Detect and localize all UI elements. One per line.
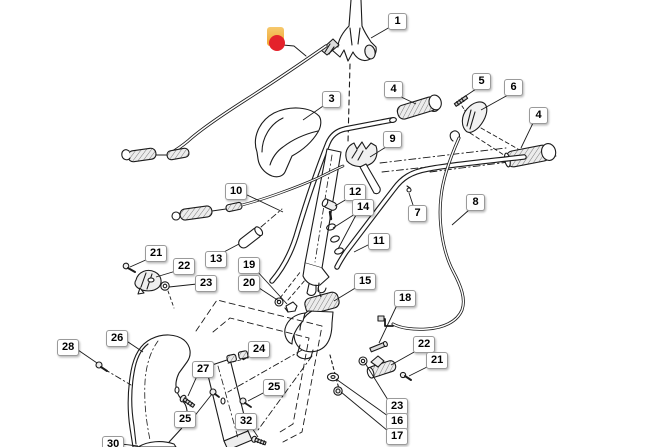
part-screw-32 [251, 435, 267, 446]
part-screw-21-left [122, 262, 136, 273]
part-label-32[interactable]: 32 [235, 413, 258, 430]
phantom-outline-dashed [195, 299, 323, 443]
part-label-25[interactable]: 25 [174, 411, 197, 428]
part-nut-17 [333, 386, 343, 396]
part-screw-25-right [239, 397, 252, 408]
part-roller-12 [321, 198, 338, 221]
part-label-14[interactable]: 14 [352, 199, 375, 216]
part-adjuster-22-right [366, 355, 397, 379]
part-pin-18 [369, 340, 388, 353]
part-cable-8 [377, 130, 465, 331]
part-label-10[interactable]: 10 [225, 183, 248, 200]
part-label-6[interactable]: 6 [504, 79, 523, 96]
part-label-24[interactable]: 24 [248, 341, 271, 358]
part-label-4[interactable]: 4 [384, 81, 403, 98]
part-label-22[interactable]: 22 [173, 258, 196, 275]
part-label-19[interactable]: 19 [238, 257, 261, 274]
part-clip-24 [226, 350, 249, 364]
part-label-8[interactable]: 8 [466, 194, 485, 211]
part-label-23[interactable]: 23 [195, 275, 218, 292]
part-label-7[interactable]: 7 [408, 205, 427, 222]
part-label-21[interactable]: 21 [145, 245, 168, 262]
part-panel-26 [127, 334, 191, 447]
part-label-20[interactable]: 20 [238, 275, 261, 292]
part-grip-4-right [503, 142, 557, 168]
part-label-27[interactable]: 27 [192, 361, 215, 378]
part-panel-30 [137, 441, 177, 447]
part-label-30[interactable]: 30 [102, 436, 125, 447]
part-cover-3 [254, 107, 322, 178]
part-label-9[interactable]: 9 [383, 131, 402, 148]
part-label-28[interactable]: 28 [57, 339, 80, 356]
part-lever-6 [461, 101, 488, 133]
click-indicator-dot [269, 35, 285, 51]
part-screw-25-left [209, 388, 220, 398]
part-label-21[interactable]: 21 [426, 352, 449, 369]
part-screw-5 [453, 95, 469, 107]
part-channel-plate [302, 148, 344, 296]
part-ring-23-left [160, 281, 175, 309]
part-washer-16 [326, 372, 340, 382]
part-label-13[interactable]: 13 [205, 251, 228, 268]
part-lever-arm-1 [331, 0, 377, 143]
part-label-22[interactable]: 22 [413, 336, 436, 353]
part-lower-handlebar-11 [334, 154, 527, 270]
part-cable-2 [121, 38, 340, 163]
part-label-3[interactable]: 3 [322, 91, 341, 108]
part-screw-21-right [399, 371, 412, 381]
part-screw-7 [406, 185, 412, 193]
part-label-26[interactable]: 26 [106, 330, 129, 347]
part-bracket-19 [279, 270, 307, 313]
part-label-18[interactable]: 18 [394, 290, 417, 307]
part-screw-28 [95, 361, 132, 386]
part-grip-4-left [396, 94, 442, 120]
part-label-25[interactable]: 25 [263, 379, 286, 396]
part-label-15[interactable]: 15 [354, 273, 377, 290]
part-clamp-22-left [134, 269, 162, 295]
part-label-17[interactable]: 17 [386, 428, 409, 445]
part-screw-27 [179, 394, 196, 408]
part-label-16[interactable]: 16 [386, 413, 409, 430]
part-label-1[interactable]: 1 [388, 13, 407, 30]
part-sleeve-13 [238, 226, 264, 249]
part-bracket-9 [345, 141, 381, 195]
part-label-11[interactable]: 11 [368, 233, 390, 250]
part-label-4[interactable]: 4 [529, 107, 548, 124]
part-label-5[interactable]: 5 [472, 73, 491, 90]
part-cable-10 [171, 164, 345, 221]
